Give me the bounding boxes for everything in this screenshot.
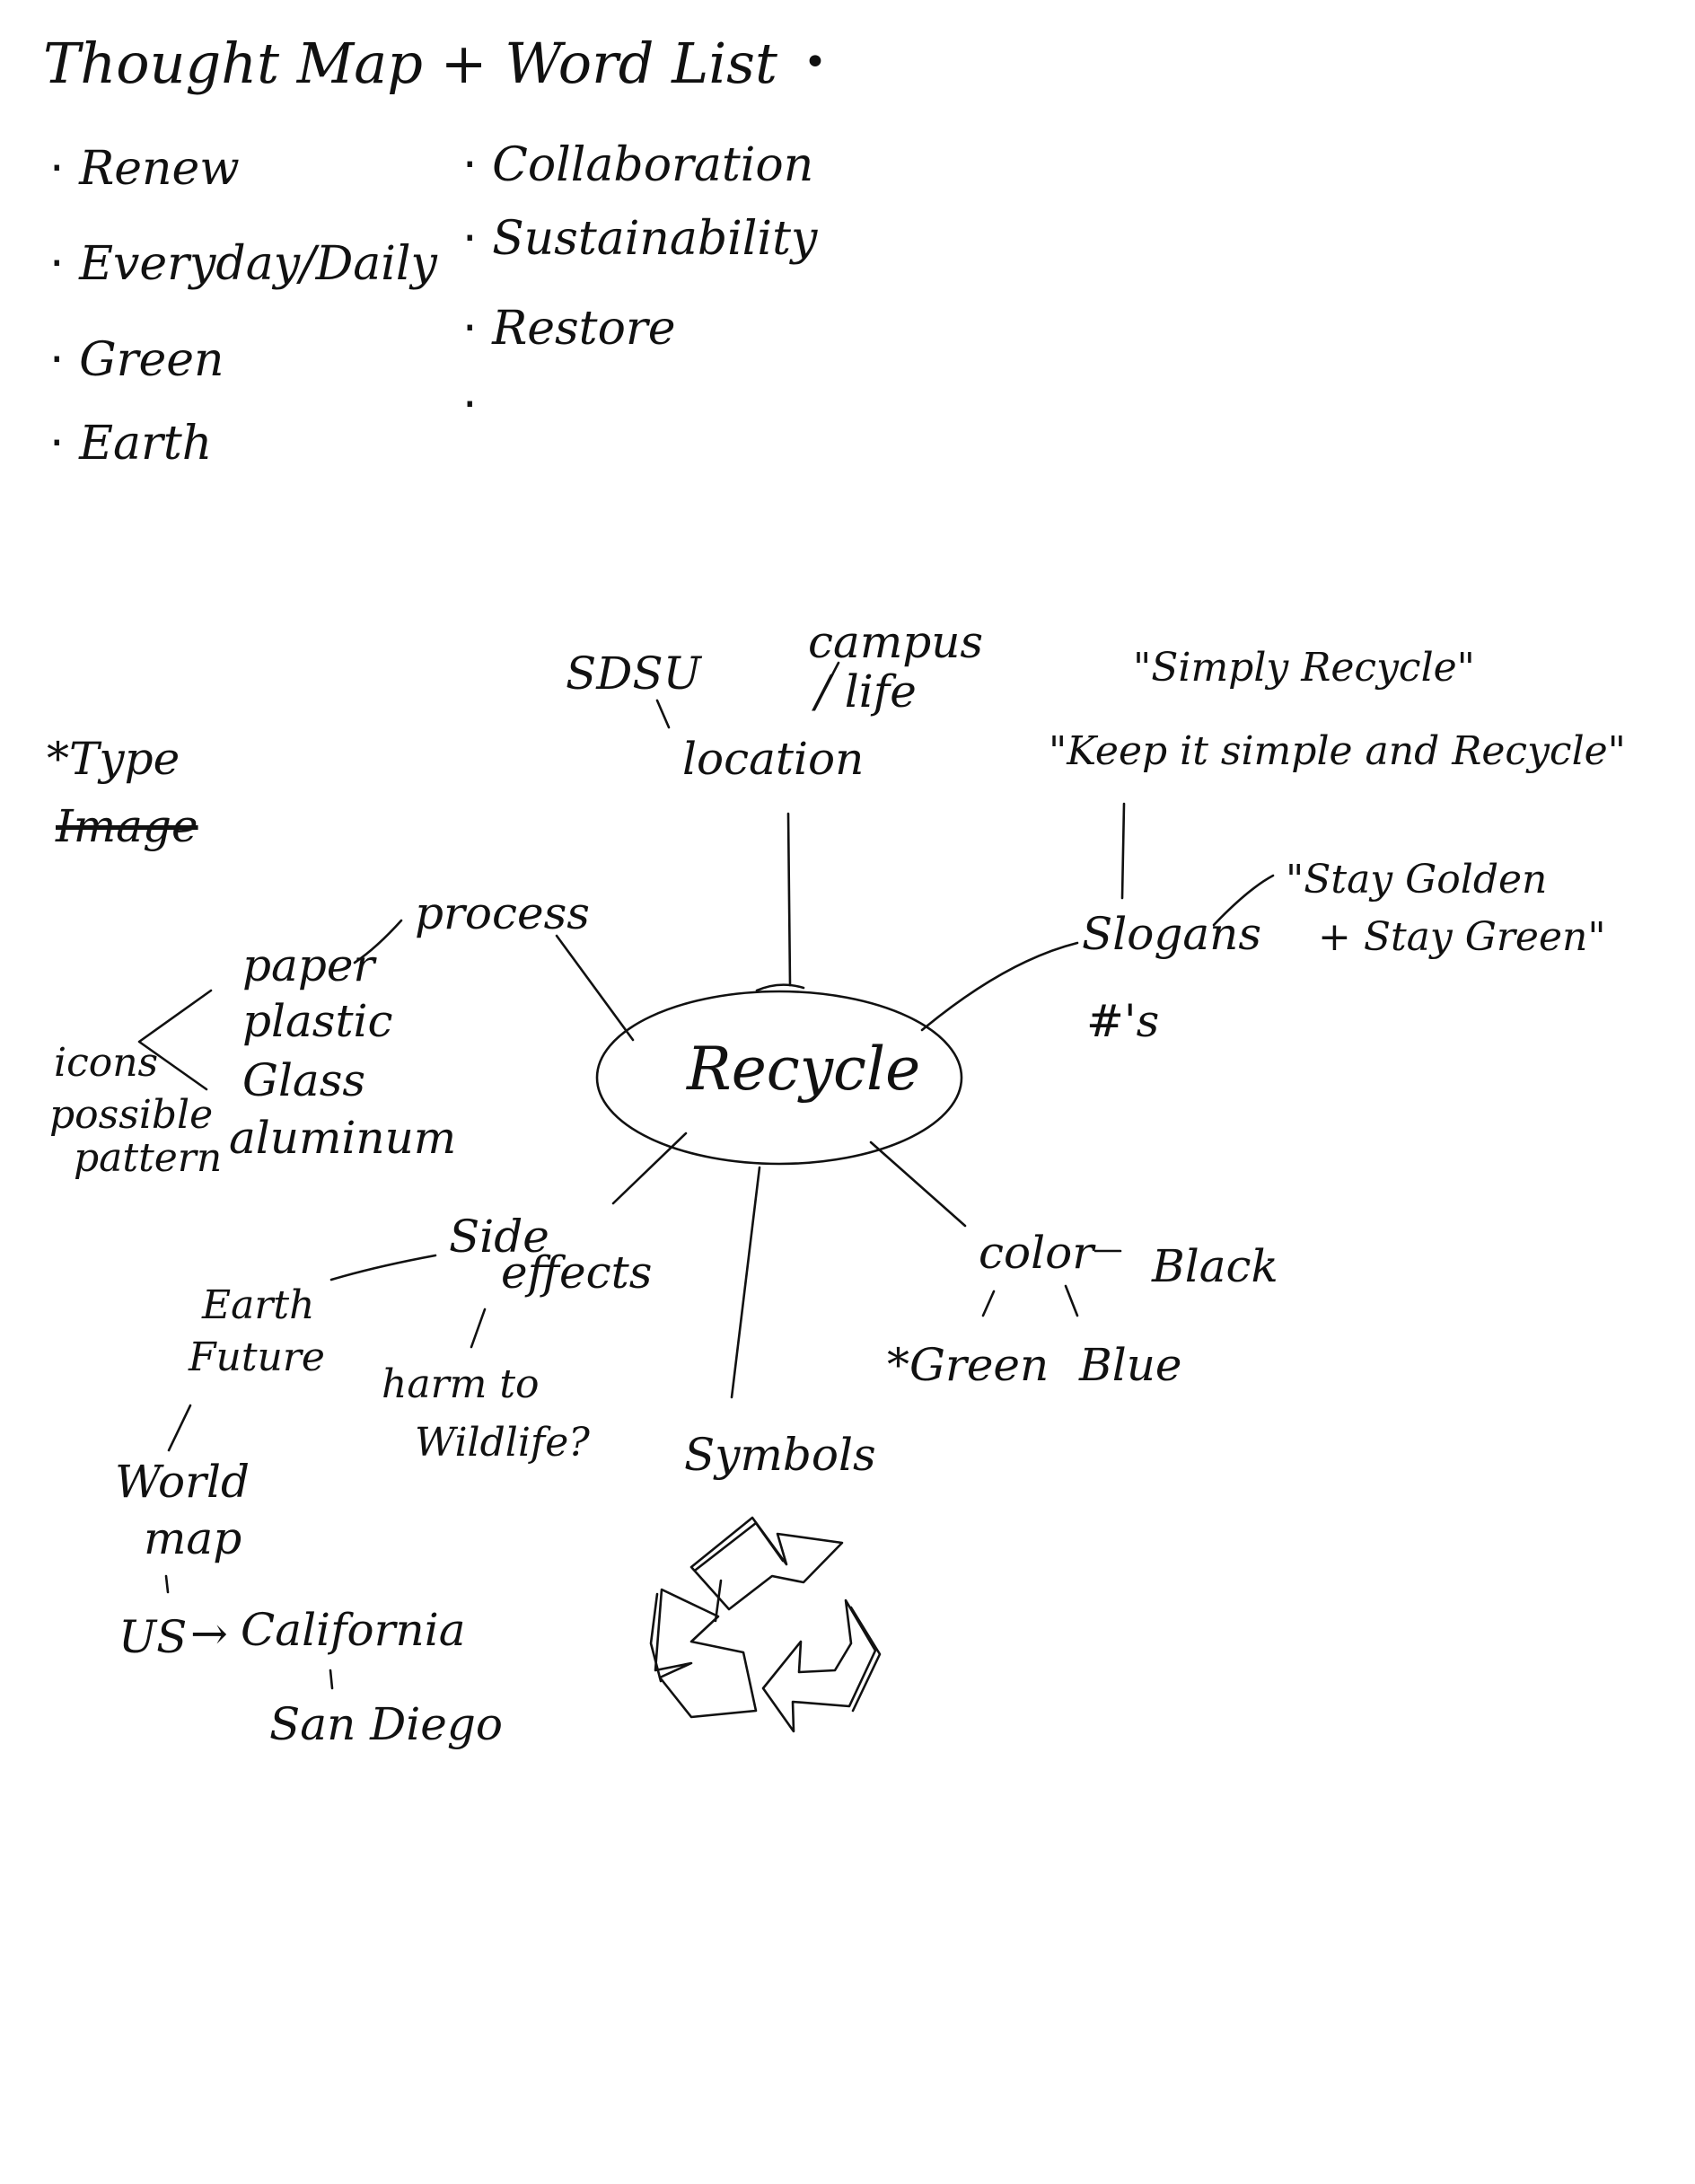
node-hashtags: #'s bbox=[1086, 995, 1160, 1047]
line-side-harm bbox=[470, 1308, 487, 1349]
branch-line-symbols bbox=[730, 1166, 761, 1399]
line-icons-materials bbox=[137, 989, 213, 1091]
branch-line-location bbox=[786, 812, 792, 987]
word-list-item: · bbox=[462, 378, 478, 432]
note-image: Image bbox=[56, 800, 198, 852]
node-us: US bbox=[119, 1611, 188, 1663]
line-side-earth bbox=[329, 1254, 437, 1281]
node-symbols: Symbols bbox=[684, 1429, 876, 1481]
node-wildlife: Wildlife? bbox=[415, 1420, 590, 1466]
branch-line-color bbox=[869, 1140, 967, 1228]
node-sdsu: SDSU bbox=[566, 647, 701, 700]
node-green: *Green bbox=[887, 1339, 1049, 1391]
node-process: process bbox=[415, 887, 590, 939]
node-location: location bbox=[682, 733, 865, 785]
page-title: Thought Map + Word List bbox=[43, 31, 777, 96]
recycle-symbol-icon bbox=[649, 1516, 882, 1733]
center-node-label: Recycle bbox=[687, 1035, 921, 1104]
node-future: Future bbox=[189, 1334, 325, 1380]
node-map: map bbox=[144, 1512, 242, 1564]
line-sdsu bbox=[655, 699, 671, 729]
center-ellipse bbox=[595, 990, 963, 1166]
node-black: Black bbox=[1152, 1240, 1278, 1292]
node-side: Side bbox=[449, 1211, 549, 1263]
node-effects: effects bbox=[501, 1246, 653, 1299]
node-earth: Earth bbox=[202, 1282, 315, 1328]
word-list-item: · Everyday/Daily bbox=[49, 237, 437, 291]
line-campus bbox=[824, 661, 840, 689]
word-list-item: · Green bbox=[49, 333, 224, 387]
node-california: California bbox=[241, 1604, 466, 1656]
node-life: / life bbox=[815, 665, 917, 718]
node-blue: Blue bbox=[1079, 1339, 1182, 1391]
ink-dot: • bbox=[804, 40, 827, 85]
material-item: plastic bbox=[242, 995, 393, 1047]
line-earth-world bbox=[167, 1404, 192, 1452]
material-item: Glass bbox=[242, 1054, 366, 1106]
slogan-keep-it-simple: "Keep it simple and Recycle" bbox=[1049, 728, 1626, 774]
word-list-item: · Restore bbox=[462, 302, 676, 356]
node-possible: possible bbox=[49, 1092, 214, 1138]
branch-line-side-effects bbox=[611, 1132, 688, 1205]
node-color: color bbox=[979, 1227, 1094, 1279]
node-campus: campus bbox=[808, 616, 984, 668]
branch-line-process bbox=[555, 934, 635, 1042]
slogan-stay-golden: "Stay Golden bbox=[1286, 857, 1548, 903]
line-slogans-golden bbox=[1212, 874, 1275, 927]
node-pattern: pattern bbox=[74, 1135, 223, 1181]
word-list-item: · Sustainability bbox=[462, 212, 818, 266]
word-list-item: · Earth bbox=[49, 417, 213, 471]
arrow-us-california: → bbox=[190, 1607, 228, 1660]
node-san-diego: San Diego bbox=[269, 1698, 503, 1750]
slogan-simply-recycle: "Simply Recycle" bbox=[1133, 645, 1475, 691]
note-type: *Type bbox=[47, 733, 180, 785]
node-slogans: Slogans bbox=[1082, 908, 1262, 960]
word-list-item: · Renew bbox=[49, 142, 240, 196]
line-process-paper bbox=[353, 919, 403, 964]
line-color-blue bbox=[1064, 1284, 1079, 1317]
branch-line-slogans bbox=[920, 941, 1079, 1032]
word-list-item: · Collaboration bbox=[462, 138, 814, 192]
line-california-sandiego bbox=[329, 1669, 334, 1690]
node-world: World bbox=[115, 1456, 250, 1508]
ellipse-top-mark bbox=[755, 983, 805, 992]
line-color-green bbox=[981, 1290, 996, 1317]
material-item: aluminum bbox=[229, 1112, 457, 1164]
material-item: paper bbox=[242, 939, 375, 991]
slogan-stay-green: + Stay Green" bbox=[1318, 914, 1606, 960]
line-world-us bbox=[164, 1574, 170, 1594]
line-slogans-up bbox=[1120, 802, 1126, 900]
node-icons: icons bbox=[54, 1040, 159, 1086]
node-harm-to: harm to bbox=[382, 1361, 540, 1407]
